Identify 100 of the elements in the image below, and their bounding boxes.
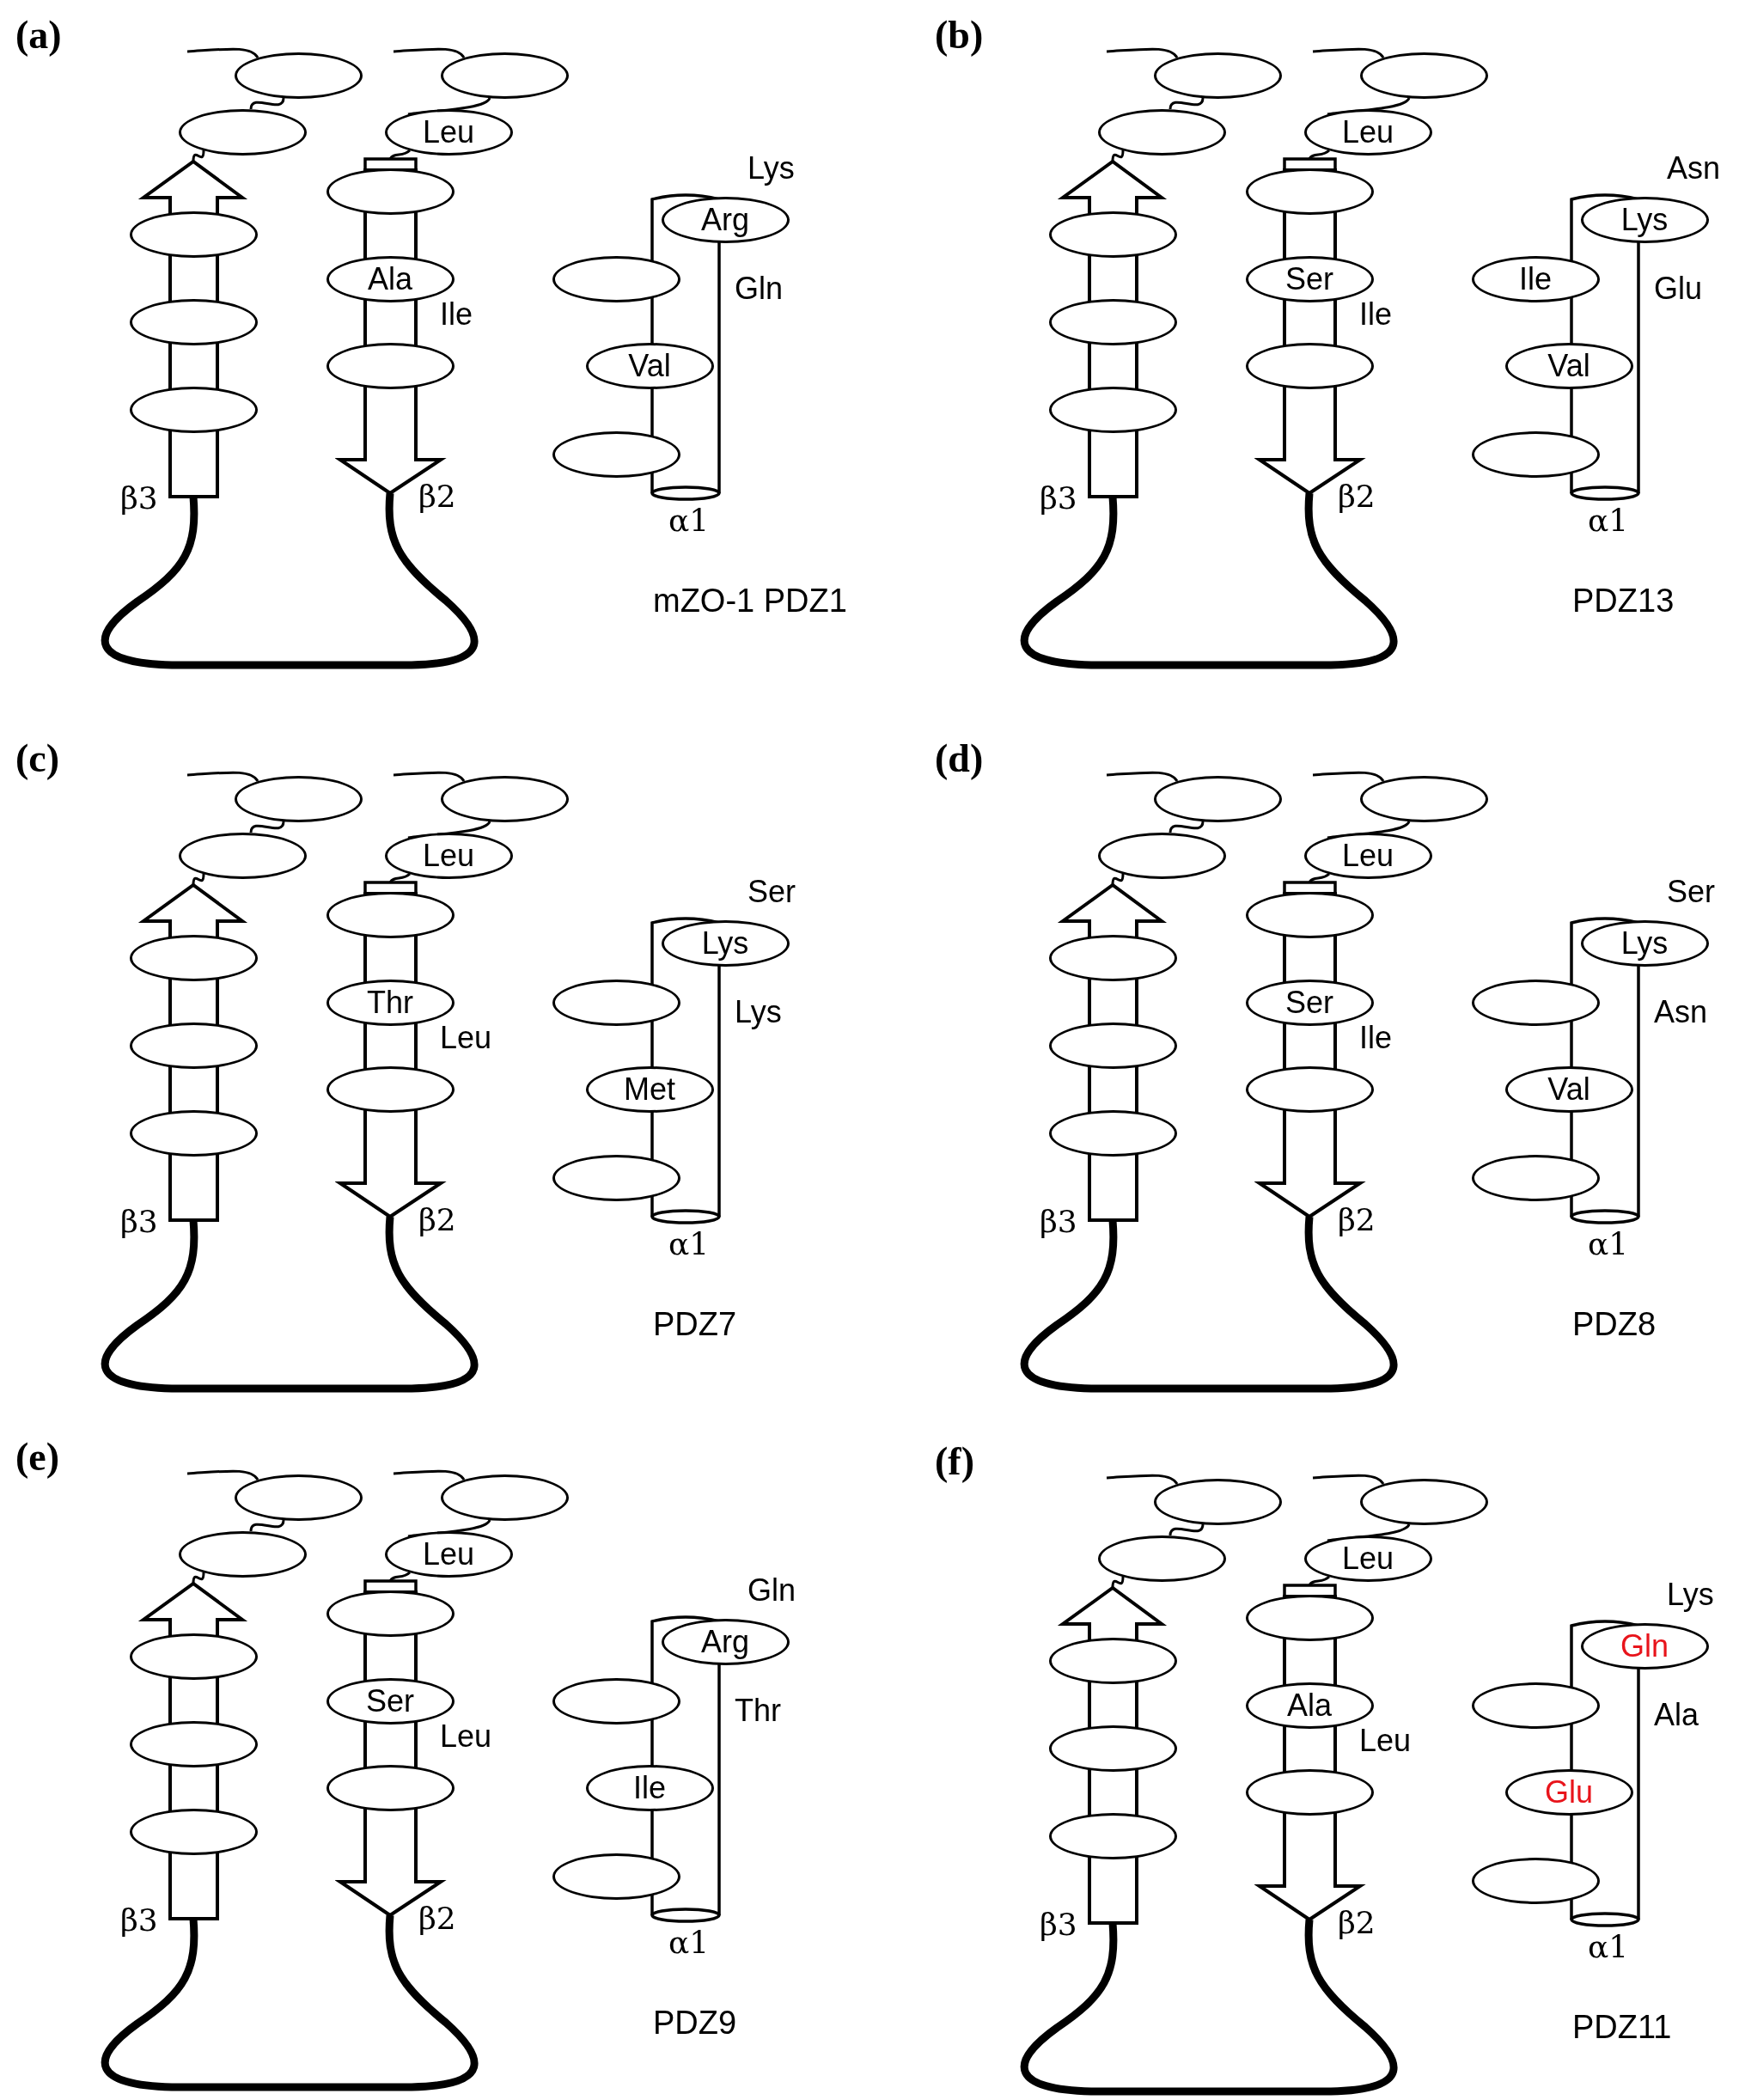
residue-oval: Leu bbox=[1303, 109, 1432, 156]
residue-oval: Val bbox=[585, 343, 714, 389]
residue-label: Thr bbox=[735, 1695, 781, 1726]
backbone-loop-connector bbox=[1308, 872, 1330, 883]
panel-letter: (e) bbox=[15, 1438, 60, 1477]
residue-oval: Lys bbox=[1580, 920, 1709, 967]
backbone-loop-connector bbox=[1111, 873, 1125, 886]
backbone-loop-connector bbox=[1021, 1216, 1398, 1393]
structure-label: β3 bbox=[1040, 1206, 1077, 1237]
backbone-loop-connector bbox=[1308, 149, 1330, 160]
residue-label: Ala bbox=[1654, 1700, 1699, 1731]
backbone-loop-connector bbox=[192, 150, 205, 162]
residue-oval: Met bbox=[585, 1066, 714, 1113]
residue-oval: Leu bbox=[1303, 833, 1432, 879]
backbone-loop-connector bbox=[249, 1519, 285, 1532]
structure-label: β3 bbox=[120, 1905, 158, 1936]
residue-oval: Gln bbox=[1580, 1623, 1709, 1670]
residue-oval: Lys bbox=[1580, 197, 1709, 243]
panel-letter: (f) bbox=[935, 1442, 974, 1481]
backbone-loop-connector bbox=[393, 771, 466, 782]
structure-label: β2 bbox=[1338, 1908, 1376, 1938]
backbone-loop-connector bbox=[388, 1571, 411, 1582]
structure-label: β2 bbox=[418, 1205, 456, 1236]
backbone-loop-connector bbox=[388, 149, 411, 160]
structure-label: α1 bbox=[1588, 505, 1629, 536]
residue-label: Ser bbox=[747, 876, 796, 907]
structure-label: β3 bbox=[120, 1206, 158, 1237]
backbone-loop-connector bbox=[101, 1216, 479, 1393]
backbone-loop-connector bbox=[1312, 1474, 1385, 1485]
backbone-loop-connector bbox=[1168, 97, 1205, 110]
structure-label: β2 bbox=[418, 1903, 456, 1934]
structure-label: β2 bbox=[1338, 481, 1376, 512]
residue-oval: Leu bbox=[1303, 1535, 1432, 1582]
residue-oval: Ser bbox=[326, 1678, 455, 1725]
residue-oval: Ala bbox=[326, 256, 455, 302]
structure-label: β2 bbox=[1338, 1205, 1376, 1236]
residue-oval: Thr bbox=[326, 980, 455, 1026]
backbone-loop-connector bbox=[1021, 492, 1398, 669]
structure-label: β3 bbox=[1040, 1909, 1077, 1940]
residue-oval: Arg bbox=[661, 1619, 790, 1665]
backbone-loop-connector bbox=[1312, 47, 1385, 58]
backbone-loop-connector bbox=[388, 872, 411, 883]
backbone-loop-connector bbox=[1021, 1919, 1398, 2096]
residue-oval: Val bbox=[1504, 343, 1633, 389]
backbone-loop-connector bbox=[186, 47, 259, 58]
residue-oval: Ala bbox=[1245, 1682, 1374, 1729]
backbone-loop-connector bbox=[1106, 771, 1179, 782]
residue-oval: Val bbox=[1504, 1066, 1633, 1113]
residue-oval: Ile bbox=[1471, 256, 1600, 302]
backbone-loop-connector bbox=[1111, 150, 1125, 162]
residue-oval: Arg bbox=[661, 197, 790, 243]
residue-label: Glu bbox=[1654, 273, 1703, 304]
domain-name: PDZ11 bbox=[1572, 2011, 1672, 2043]
residue-oval: Glu bbox=[1504, 1769, 1633, 1816]
backbone-loop-connector bbox=[249, 821, 285, 833]
residue-label: Ser bbox=[1667, 876, 1716, 907]
structure-label: β3 bbox=[1040, 483, 1077, 514]
panel-letter: (c) bbox=[15, 739, 60, 778]
residue-oval: Ser bbox=[1245, 980, 1374, 1026]
residue-oval: Leu bbox=[384, 833, 513, 879]
residue-oval: Leu bbox=[384, 109, 513, 156]
residue-oval: Leu bbox=[384, 1531, 513, 1578]
residue-label: Lys bbox=[735, 997, 782, 1028]
structure-label: α1 bbox=[668, 1229, 710, 1260]
structure-label: β2 bbox=[418, 481, 456, 512]
domain-name: PDZ13 bbox=[1572, 584, 1675, 617]
domain-name: mZO-1 PDZ1 bbox=[653, 584, 847, 617]
backbone-loop-connector bbox=[249, 97, 285, 110]
backbone-loop-connector bbox=[1106, 47, 1179, 58]
residue-label: Gln bbox=[735, 273, 784, 304]
panel-letter: (b) bbox=[935, 15, 984, 55]
residue-label: Lys bbox=[1667, 1579, 1714, 1610]
domain-name: PDZ7 bbox=[653, 1308, 737, 1340]
structure-label: α1 bbox=[1588, 1932, 1629, 1963]
backbone-loop-connector bbox=[1168, 1523, 1205, 1536]
backbone-loop-connector bbox=[186, 771, 259, 782]
backbone-loop-connector bbox=[1308, 1575, 1330, 1586]
backbone-loop-connector bbox=[1106, 1474, 1179, 1485]
backbone-loop-connector bbox=[101, 492, 479, 669]
backbone-loop-connector bbox=[393, 47, 466, 58]
backbone-loop-connector bbox=[1111, 1576, 1125, 1589]
panel-letter: (a) bbox=[15, 15, 62, 55]
backbone-loop-connector bbox=[1168, 821, 1205, 833]
backbone-loop-connector bbox=[192, 1572, 205, 1584]
residue-oval: Ile bbox=[585, 1765, 714, 1811]
backbone-loop-connector bbox=[101, 1914, 479, 2091]
domain-name: PDZ9 bbox=[653, 2006, 737, 2039]
panel-letter: (d) bbox=[935, 739, 984, 778]
structure-label: α1 bbox=[668, 1927, 710, 1958]
backbone-loop-connector bbox=[1312, 771, 1385, 782]
residue-oval: Ser bbox=[1245, 256, 1374, 302]
structure-label: α1 bbox=[1588, 1229, 1629, 1260]
structure-label: α1 bbox=[668, 505, 710, 536]
residue-label: Gln bbox=[747, 1575, 796, 1606]
backbone-loop-connector bbox=[186, 1469, 259, 1480]
residue-label: Lys bbox=[747, 153, 795, 184]
domain-name: PDZ8 bbox=[1572, 1308, 1657, 1340]
backbone-loop-connector bbox=[192, 873, 205, 886]
residue-label: Asn bbox=[1654, 997, 1708, 1028]
backbone-loop-connector bbox=[393, 1469, 466, 1480]
